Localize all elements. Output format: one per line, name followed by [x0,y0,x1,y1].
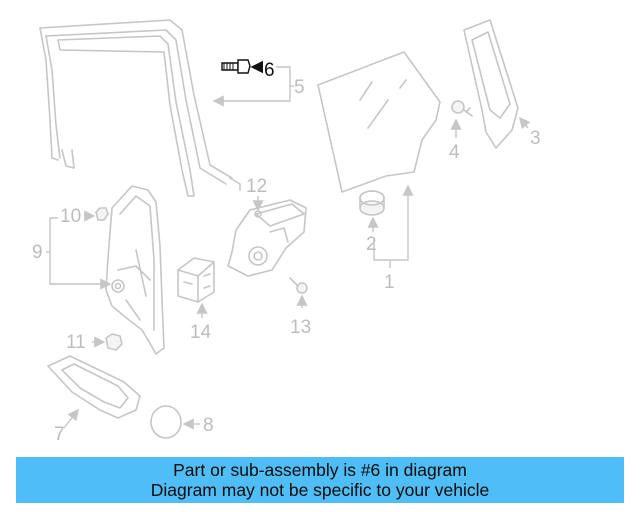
callout-7: 7 [54,424,65,445]
callout-3: 3 [530,128,541,149]
callout-11: 11 [66,332,86,353]
bushing-part [359,190,385,216]
callout-5: 5 [294,77,305,98]
quarter-glass-part [463,19,531,149]
callout-2: 2 [366,234,377,255]
banner-line-part: Part or sub-assembly is #6 in diagram [173,460,467,480]
callout-4: 4 [449,142,460,163]
nut-part-10 [84,207,109,222]
run-channel-part [39,19,241,197]
info-banner: Part or sub-assembly is #6 in diagram Di… [16,457,624,503]
regulator-motor-part [227,196,307,277]
door-glass-part [317,51,441,193]
bolt-part-6[interactable] [221,59,264,74]
banner-line-disclaimer: Diagram may not be specific to your vehi… [150,480,490,500]
module-part-14 [177,257,215,318]
callout-10: 10 [60,206,81,227]
callout-13: 13 [290,317,311,338]
screw-part-13 [289,277,308,308]
callout-1: 1 [384,272,395,293]
callout-9: 9 [32,242,43,263]
callout-1-leader [373,184,414,268]
access-cover-part [47,355,141,429]
callout-9-leader [46,217,112,290]
callout-5-leader [212,66,294,107]
callout-6[interactable]: 6 [264,60,275,81]
callout-14: 14 [190,322,212,343]
bolt-part-4 [450,100,473,138]
callout-8: 8 [203,415,214,436]
callout-12: 12 [246,176,267,197]
window-regulator-part [105,185,165,355]
plug-part-8 [150,405,200,439]
callout-labels: 1 2 3 4 5 6 7 8 9 10 11 12 13 14 [32,60,541,445]
nut-part-11 [92,333,123,351]
